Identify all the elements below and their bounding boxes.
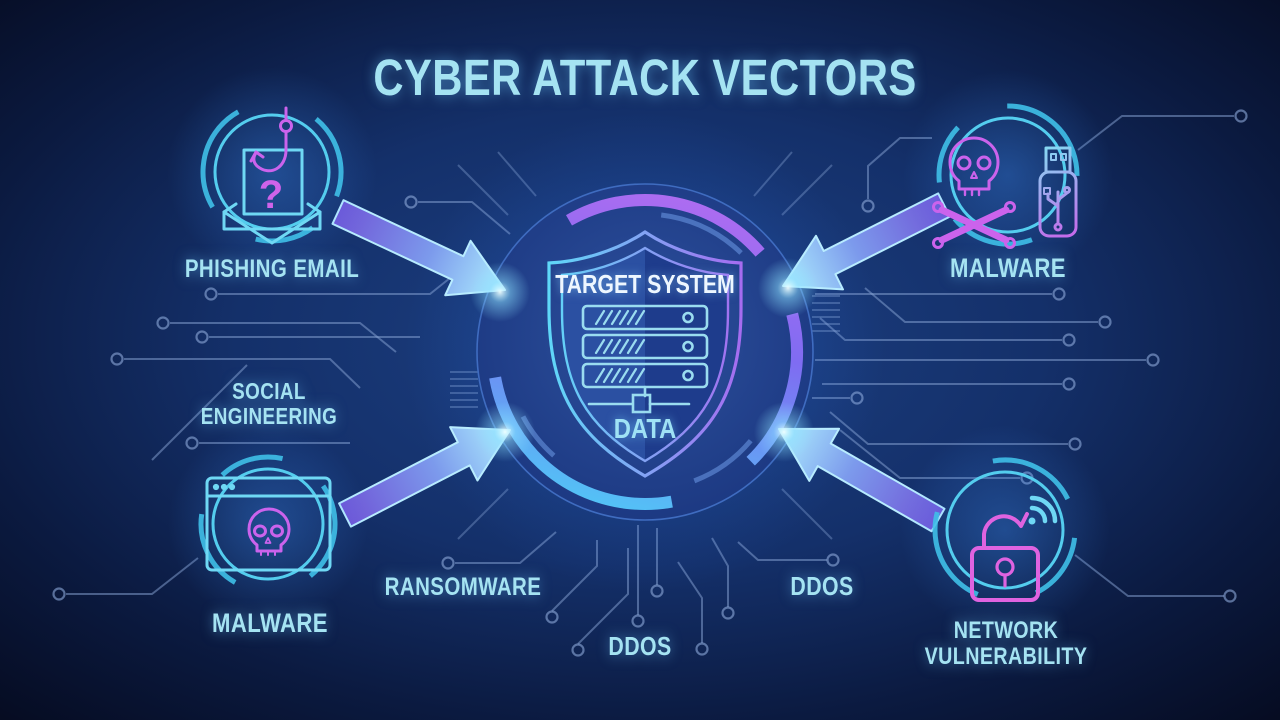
vector-malware-web: MALWARE <box>168 424 368 639</box>
arrow-tip-glows <box>470 258 818 462</box>
usb-drive-icon <box>1038 146 1078 238</box>
hub-ring-dashes <box>504 211 786 493</box>
ring-segments <box>936 103 1080 247</box>
label-ddos-center: DDOS <box>608 632 671 662</box>
label-social-engineering-line2: ENGINEERING <box>201 404 337 429</box>
ring-segments <box>200 100 344 244</box>
target-system-hub: TARGET SYSTEM DATA <box>405 112 885 592</box>
ring-segments <box>198 454 338 594</box>
skull-crossbones-icon <box>932 136 1016 249</box>
browser-skull-icon <box>205 476 332 572</box>
vector-network-vulnerability: NETWORK VULNERABILITY <box>900 425 1110 669</box>
server-stack-icon <box>581 304 709 414</box>
label-malware-top: MALWARE <box>950 254 1066 284</box>
label-malware-bottom: MALWARE <box>212 609 328 639</box>
unlocked-padlock-icon <box>970 512 1040 602</box>
wifi-icon <box>1028 495 1058 525</box>
label-network-line2: VULNERABILITY <box>925 642 1088 669</box>
hub-title: TARGET SYSTEM <box>555 270 735 300</box>
label-ddos-right: DDOS <box>790 572 853 602</box>
phishing-email-icon: ? <box>222 106 322 245</box>
label-ransomware: RANSOMWARE <box>385 572 542 600</box>
label-network-line1: NETWORK <box>954 616 1058 643</box>
question-mark-glyph: ? <box>259 173 283 217</box>
ring-segments <box>932 457 1078 603</box>
label-phishing-email: PHISHING EMAIL <box>185 254 359 282</box>
page-title: CYBER ATTACK VECTORS <box>373 49 916 106</box>
vector-phishing-email: ? PHISHING EMAIL <box>167 67 377 282</box>
hub-data-label: DATA <box>614 412 677 444</box>
label-social-engineering-line1: SOCIAL <box>232 379 306 404</box>
shield-icon <box>547 230 743 478</box>
vector-malware-usb: MALWARE <box>903 70 1113 284</box>
